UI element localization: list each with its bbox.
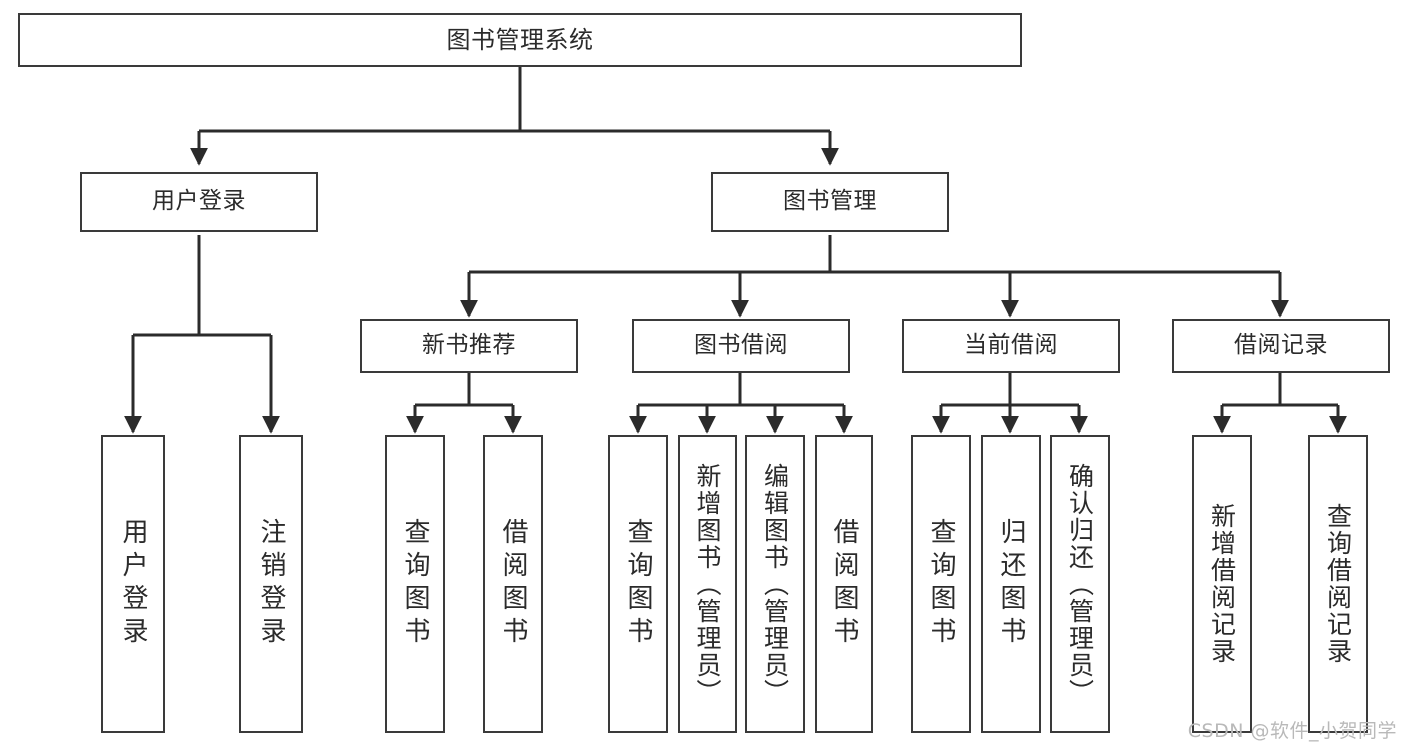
node-label: 注销登录: [256, 518, 286, 650]
node-label: 编辑图书（管理员）: [760, 462, 790, 706]
node-label: 确认归还（管理员）: [1065, 462, 1095, 706]
node-label: 新增图书（管理员）: [693, 462, 722, 706]
leaf-edit-book-admin[interactable]: 编辑图书（管理员）: [745, 435, 805, 733]
node-label: 借阅图书: [498, 518, 528, 650]
node-label: 用户登录: [118, 518, 148, 650]
leaf-borrow-book-recommend[interactable]: 借阅图书: [483, 435, 543, 733]
leaf-add-borrow-record[interactable]: 新增借阅记录: [1192, 435, 1252, 733]
node-book-manage[interactable]: 图书管理: [711, 172, 949, 232]
node-label: 查询图书: [400, 518, 430, 650]
watermark-text: CSDN @软件_小贺同学: [1187, 720, 1397, 742]
node-book-borrow[interactable]: 图书借阅: [632, 319, 850, 373]
node-label: 借阅图书: [829, 518, 859, 650]
node-root-system[interactable]: 图书管理系统: [18, 13, 1022, 67]
leaf-query-book-recommend[interactable]: 查询图书: [385, 435, 445, 733]
leaf-borrow-book[interactable]: 借阅图书: [815, 435, 873, 733]
node-label: 新书推荐: [422, 332, 516, 359]
node-borrow-record[interactable]: 借阅记录: [1172, 319, 1390, 373]
node-label: 图书管理系统: [446, 25, 594, 54]
leaf-add-book-admin[interactable]: 新增图书（管理员）: [678, 435, 737, 733]
node-label: 新增借阅记录: [1207, 503, 1237, 665]
node-label: 查询图书: [623, 518, 653, 650]
node-label: 借阅记录: [1234, 332, 1328, 359]
node-label: 图书管理: [783, 188, 877, 215]
node-label: 查询借阅记录: [1323, 503, 1353, 665]
node-user-login[interactable]: 用户登录: [80, 172, 318, 232]
leaf-query-book-borrow[interactable]: 查询图书: [608, 435, 668, 733]
node-label: 当前借阅: [964, 332, 1058, 359]
leaf-logout[interactable]: 注销登录: [239, 435, 303, 733]
node-new-book-recommend[interactable]: 新书推荐: [360, 319, 578, 373]
leaf-query-book-current[interactable]: 查询图书: [911, 435, 971, 733]
node-label: 归还图书: [996, 518, 1026, 650]
node-current-borrow[interactable]: 当前借阅: [902, 319, 1120, 373]
leaf-return-book[interactable]: 归还图书: [981, 435, 1041, 733]
leaf-user-login[interactable]: 用户登录: [101, 435, 165, 733]
node-label: 图书借阅: [694, 332, 788, 359]
leaf-query-borrow-record[interactable]: 查询借阅记录: [1308, 435, 1368, 733]
node-label: 查询图书: [926, 518, 956, 650]
leaf-confirm-return-admin[interactable]: 确认归还（管理员）: [1050, 435, 1110, 733]
node-label: 用户登录: [152, 188, 246, 215]
